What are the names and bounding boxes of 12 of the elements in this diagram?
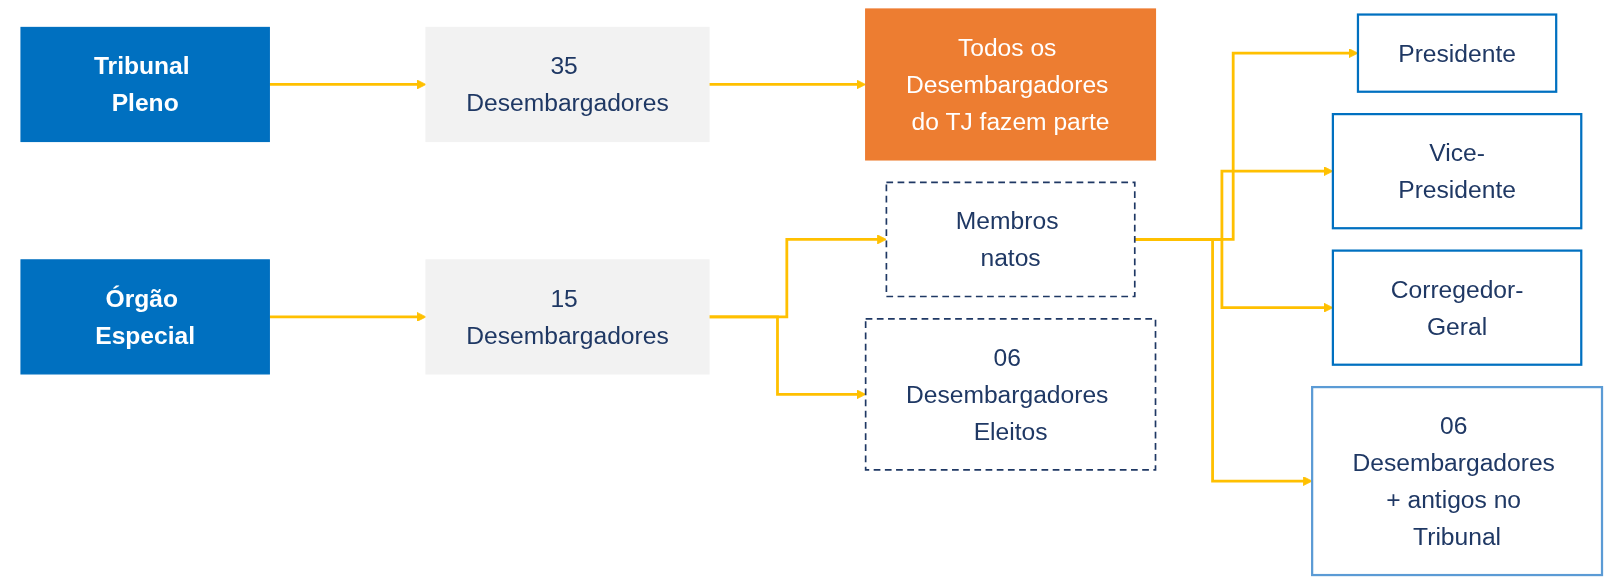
node-box: Corregedor-Geral [1331, 249, 1583, 366]
node-box: 15 Desembargadores [425, 259, 710, 375]
node-box: Todos os Desembargadores do TJ fazem parte [865, 8, 1157, 161]
node-box: Membros natos [885, 181, 1136, 298]
node-box: Órgão Especial [20, 259, 270, 375]
node-box: 06 Desembargadores Eleitos [864, 318, 1157, 471]
node-box: 35 Desembargadores [425, 26, 710, 143]
node-box: 06 Desembargadores + antigos no Tribunal [1311, 386, 1604, 577]
node-box: Presidente [1356, 13, 1558, 93]
node-box: Tribunal Pleno [20, 26, 270, 143]
node-box: Vice-Presidente [1331, 113, 1583, 230]
arrow [1134, 238, 1313, 486]
